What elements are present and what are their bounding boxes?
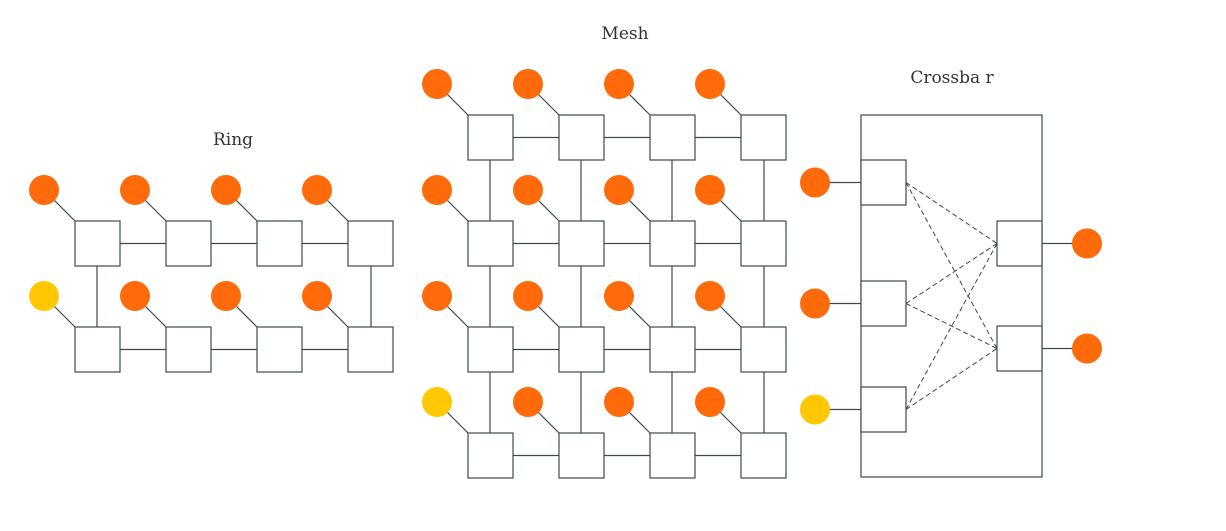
crossbar-output-port-0 bbox=[996, 220, 1043, 267]
crossbar-title: Crossba r bbox=[910, 68, 994, 88]
mesh-router-r2c2 bbox=[649, 326, 696, 373]
mesh-router-r0c1 bbox=[558, 114, 605, 161]
mesh-router-r1c2 bbox=[649, 220, 696, 267]
mesh-router-r0c2 bbox=[649, 114, 696, 161]
ring-title: Ring bbox=[213, 130, 253, 150]
mesh-router-r2c1 bbox=[558, 326, 605, 373]
mesh-node-r2c3 bbox=[695, 281, 725, 311]
ring-router-r0c2 bbox=[256, 220, 303, 267]
crossbar-input-port-2 bbox=[860, 386, 907, 433]
ring-node-r1c1 bbox=[120, 281, 150, 311]
mesh-node-r3c3 bbox=[695, 387, 725, 417]
crossbar-input-port-0 bbox=[860, 159, 907, 206]
mesh-node-r1c0 bbox=[422, 175, 452, 205]
crossbar-switch-path-0-1 bbox=[905, 182, 998, 349]
ring-node-r0c1 bbox=[120, 175, 150, 205]
mesh-router-r0c0 bbox=[467, 114, 514, 161]
crossbar-output-port-1 bbox=[996, 325, 1043, 372]
crossbar-output-node-0 bbox=[1072, 228, 1102, 259]
mesh-router-r3c1 bbox=[558, 432, 605, 479]
ring-router-r0c1 bbox=[165, 220, 212, 267]
crossbar-input-node-0 bbox=[800, 167, 830, 198]
ring-node-r0c2 bbox=[211, 175, 241, 205]
mesh-node-r3c2 bbox=[604, 387, 634, 417]
mesh-router-r1c0 bbox=[467, 220, 514, 267]
crossbar-input-port-1 bbox=[860, 280, 907, 327]
ring-node-r1c0 bbox=[29, 281, 59, 311]
mesh-node-r1c3 bbox=[695, 175, 725, 205]
mesh-node-r1c2 bbox=[604, 175, 634, 205]
mesh-router-r1c3 bbox=[740, 220, 787, 267]
ring-node-r1c3 bbox=[302, 281, 332, 311]
ring-node-r1c2 bbox=[211, 281, 241, 311]
mesh-router-r3c3 bbox=[740, 432, 787, 479]
mesh-node-r3c1 bbox=[513, 387, 543, 417]
ring-router-r0c0 bbox=[74, 220, 121, 267]
mesh-router-r2c3 bbox=[740, 326, 787, 373]
mesh-router-r3c2 bbox=[649, 432, 696, 479]
ring-router-r1c1 bbox=[165, 326, 212, 373]
mesh-node-r1c1 bbox=[513, 175, 543, 205]
mesh-node-r2c2 bbox=[604, 281, 634, 311]
ring-node-r0c0 bbox=[29, 175, 59, 205]
crossbar-switch-path-0-0 bbox=[905, 182, 998, 244]
crossbar-input-node-1 bbox=[800, 288, 830, 319]
ring-router-r1c2 bbox=[256, 326, 303, 373]
mesh-node-r2c1 bbox=[513, 281, 543, 311]
ring-router-r0c3 bbox=[347, 220, 394, 267]
mesh-router-r3c0 bbox=[467, 432, 514, 479]
ring-router-r1c0 bbox=[74, 326, 121, 373]
mesh-node-r0c2 bbox=[604, 69, 634, 99]
crossbar-input-node-2 bbox=[800, 394, 830, 425]
crossbar-output-node-1 bbox=[1072, 333, 1102, 364]
ring-node-r0c3 bbox=[302, 175, 332, 205]
mesh-node-r2c0 bbox=[422, 281, 452, 311]
mesh-node-r0c1 bbox=[513, 69, 543, 99]
ring-router-r1c3 bbox=[347, 326, 394, 373]
mesh-node-r0c0 bbox=[422, 69, 452, 99]
mesh-router-r1c1 bbox=[558, 220, 605, 267]
mesh-router-r0c3 bbox=[740, 114, 787, 161]
crossbar-switch-path-1-1 bbox=[905, 303, 998, 349]
mesh-title: Mesh bbox=[601, 24, 648, 44]
mesh-node-r0c3 bbox=[695, 69, 725, 99]
mesh-router-r2c0 bbox=[467, 326, 514, 373]
crossbar-switch-path-1-0 bbox=[905, 243, 998, 304]
crossbar-switch-path-2-1 bbox=[905, 348, 998, 410]
mesh-node-r3c0 bbox=[422, 387, 452, 417]
